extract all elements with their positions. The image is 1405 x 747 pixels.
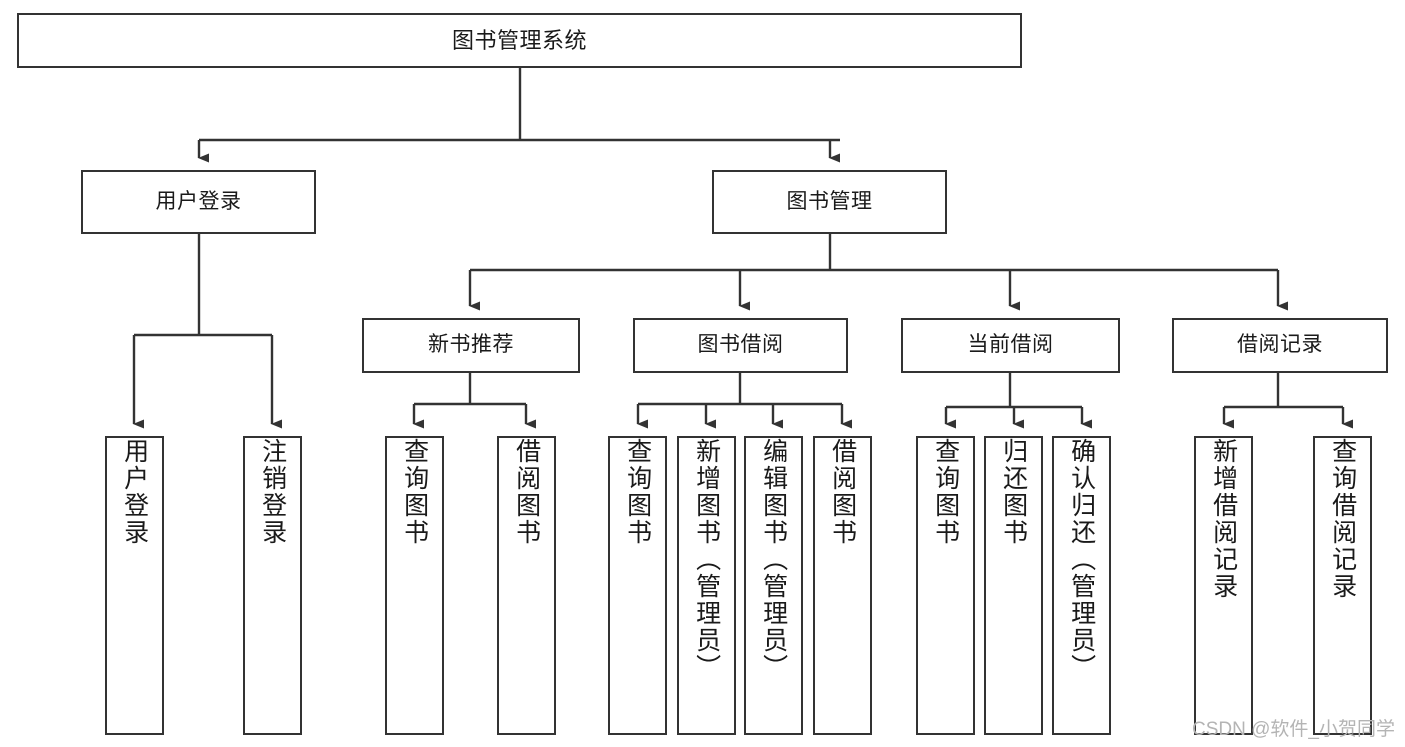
node-root-system[interactable]: 图书管理系统 [17, 13, 1022, 68]
leaf-user-login[interactable]: 用户登录 [105, 436, 164, 735]
leaf-borrow-book-newbook[interactable]: 借阅图书 [497, 436, 556, 735]
node-label: 查询图书 [623, 438, 652, 546]
node-label: 新增借阅记录 [1209, 438, 1238, 600]
node-label: 用户登录 [120, 438, 149, 546]
node-label: 查询图书 [931, 438, 960, 546]
node-label: 查询借阅记录 [1328, 438, 1357, 600]
watermark: CSDN @软件_小贺同学 [1192, 719, 1395, 740]
node-label: 确认归还（管理员） [1067, 438, 1096, 681]
node-borrow-records[interactable]: 借阅记录 [1172, 318, 1388, 373]
leaf-add-book-admin[interactable]: 新增图书（管理员） [677, 436, 736, 735]
node-label: 图书借阅 [697, 333, 784, 357]
node-book-management[interactable]: 图书管理 [712, 170, 947, 234]
leaf-query-book-borrow[interactable]: 查询图书 [608, 436, 667, 735]
node-label: 图书管理 [786, 189, 873, 213]
node-label: 注销登录 [258, 438, 287, 546]
leaf-query-borrow-record[interactable]: 查询借阅记录 [1313, 436, 1372, 735]
leaf-query-book-newbook[interactable]: 查询图书 [385, 436, 444, 735]
node-label: 图书管理系统 [451, 27, 587, 53]
leaf-logout-login[interactable]: 注销登录 [243, 436, 302, 735]
node-label: 借阅记录 [1237, 333, 1323, 357]
node-label: 用户登录 [155, 189, 242, 213]
node-label: 当前借阅 [967, 333, 1054, 357]
leaf-return-book[interactable]: 归还图书 [984, 436, 1043, 735]
node-new-book-recommendation[interactable]: 新书推荐 [362, 318, 580, 373]
leaf-add-borrow-record[interactable]: 新增借阅记录 [1194, 436, 1253, 735]
leaf-query-book-current[interactable]: 查询图书 [916, 436, 975, 735]
node-label: 编辑图书（管理员） [759, 438, 788, 681]
leaf-edit-book-admin[interactable]: 编辑图书（管理员） [744, 436, 803, 735]
node-book-borrow[interactable]: 图书借阅 [633, 318, 848, 373]
leaf-borrow-book[interactable]: 借阅图书 [813, 436, 872, 735]
node-label: 新增图书（管理员） [692, 438, 721, 681]
node-current-borrow[interactable]: 当前借阅 [901, 318, 1120, 373]
node-label: 新书推荐 [428, 333, 514, 357]
node-label: 查询图书 [400, 438, 429, 546]
node-label: 借阅图书 [828, 438, 857, 546]
leaf-confirm-return-admin[interactable]: 确认归还（管理员） [1052, 436, 1111, 735]
node-user-login[interactable]: 用户登录 [81, 170, 316, 234]
node-label: 借阅图书 [512, 438, 541, 546]
node-label: 归还图书 [999, 438, 1028, 546]
